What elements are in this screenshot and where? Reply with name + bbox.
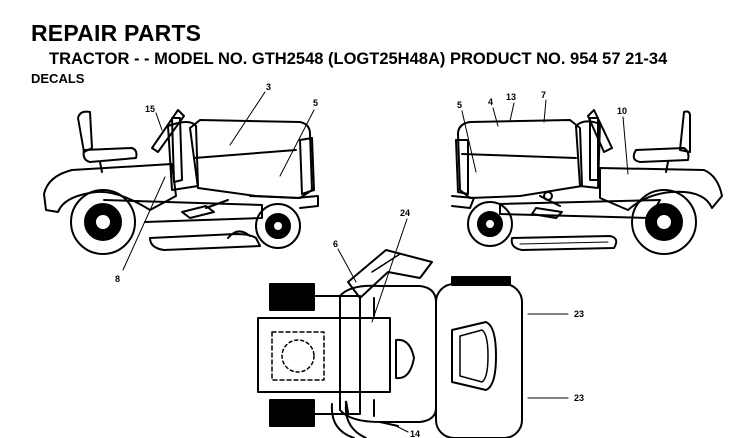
callout-23-bottom: 23 [574, 393, 584, 403]
tractor-left-side-view [43, 109, 319, 255]
steering-wheel [151, 109, 185, 153]
mower-deck-left [149, 233, 261, 251]
callout-13: 13 [506, 92, 516, 102]
tractor-right-side-view [451, 109, 723, 255]
callout-10: 10 [617, 106, 627, 116]
seat-back [77, 110, 93, 153]
steering-column [171, 117, 183, 183]
model-subtitle: TRACTOR - - MODEL NO. GTH2548 (LOGT25H48… [49, 50, 668, 68]
section-heading-decals: DECALS [31, 71, 85, 86]
callout-7: 7 [541, 90, 546, 100]
mower-deck-right [510, 235, 618, 251]
tractor-top-view [257, 249, 523, 438]
page-title: REPAIR PARTS [31, 20, 202, 46]
rear-wheel-right [631, 189, 697, 255]
seat-back-right [679, 110, 691, 153]
callout-5-left: 5 [313, 98, 318, 108]
leader-lines [122, 91, 629, 433]
callout-6: 6 [333, 239, 338, 249]
callout-4: 4 [488, 97, 493, 107]
callout-23-top: 23 [574, 309, 584, 319]
front-wheel-top-lower [269, 399, 315, 427]
callout-3: 3 [266, 82, 271, 92]
front-wheel-right [467, 201, 513, 247]
front-wheel-top-upper [269, 283, 315, 311]
hood-right [457, 119, 583, 199]
seat-cushion [82, 147, 138, 163]
callout-15: 15 [145, 104, 155, 114]
callout-14: 14 [410, 429, 420, 438]
steering-wheel-top [347, 249, 433, 299]
rear-wheel-left [70, 189, 136, 255]
rear-fender-top-view [435, 283, 523, 438]
callout-8: 8 [115, 274, 120, 284]
hood-top-view [257, 317, 391, 393]
front-wheel-left [255, 203, 301, 249]
seat-top-view [451, 321, 497, 391]
callout-24: 24 [400, 208, 410, 218]
callout-labels: 3 5 15 8 5 4 13 7 10 24 6 23 23 14 [115, 82, 627, 438]
callout-5-right: 5 [457, 100, 462, 110]
hood-left [189, 119, 313, 199]
